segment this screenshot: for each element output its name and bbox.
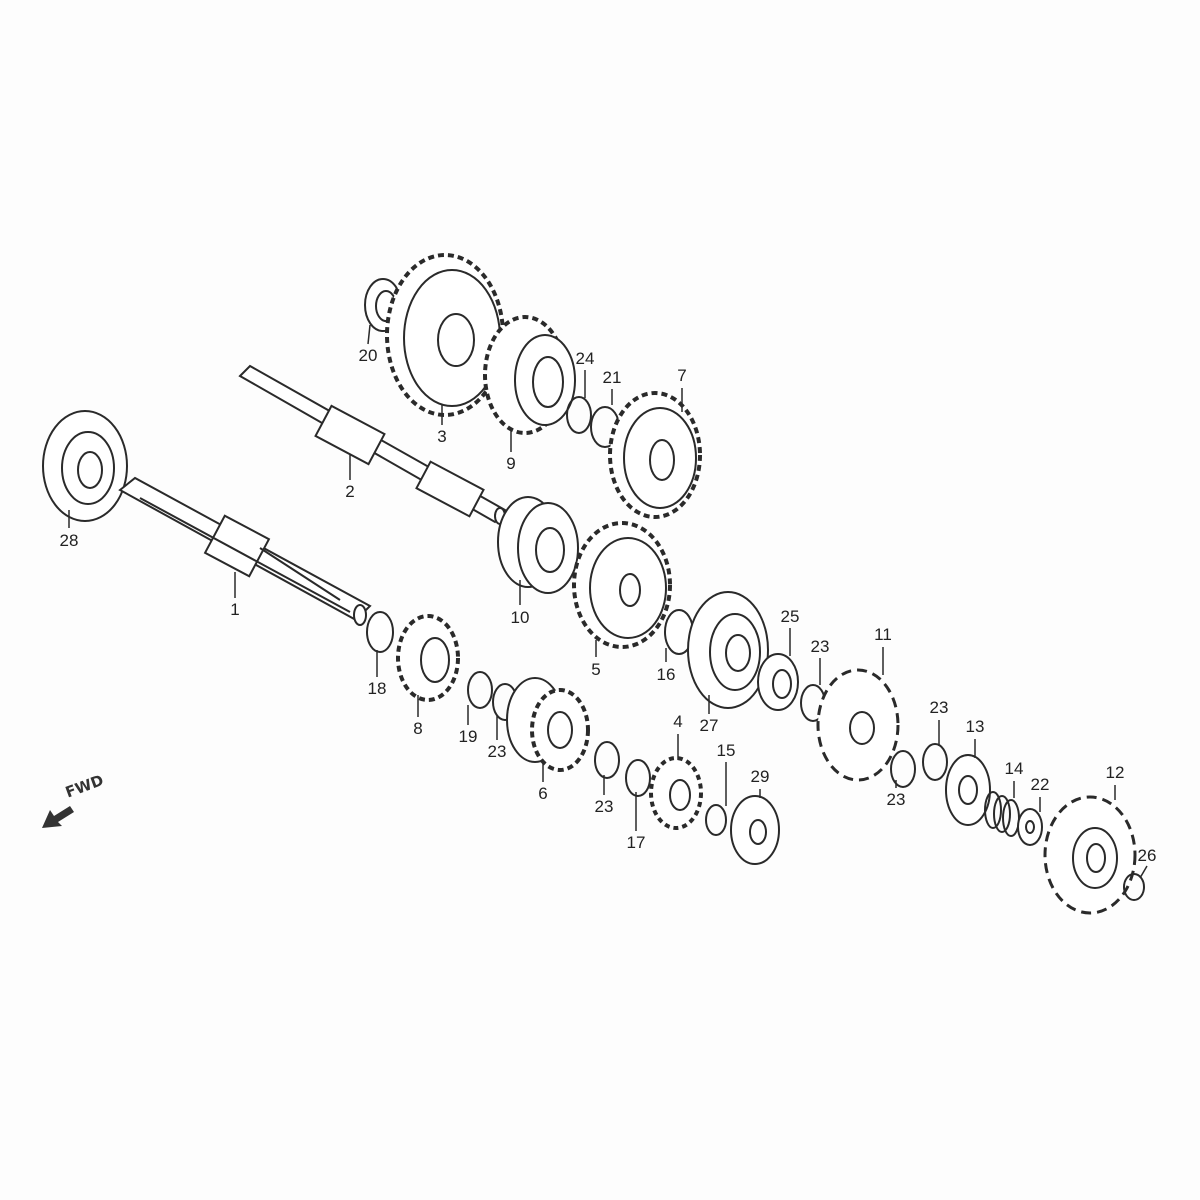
washer-15[interactable] [705,804,727,836]
circlip-23-e[interactable] [922,743,948,781]
part-label-26: 26 [1137,846,1157,865]
part-label-5: 5 [591,660,601,679]
circlip-23-d[interactable] [890,750,916,788]
gear-8[interactable] [396,614,460,702]
circlip-23-b[interactable] [594,741,620,779]
gear-9[interactable] [483,315,576,435]
gear-10[interactable] [497,496,579,594]
gear-7[interactable] [608,391,702,519]
circlip-24[interactable] [566,396,592,434]
part-label-20: 20 [358,346,378,365]
bearing-29[interactable] [730,795,780,865]
collar-13[interactable] [945,754,991,826]
spring-14[interactable] [984,791,1020,837]
bearing-28[interactable] [42,410,128,522]
part-label-23c: 23 [810,637,830,656]
part-label-7: 7 [677,366,687,385]
part-label-25: 25 [780,607,800,626]
circlip-26[interactable] [1123,873,1145,901]
part-label-17: 17 [626,833,646,852]
gear-4[interactable] [649,756,703,830]
bearing-25[interactable] [757,653,799,711]
part-label-24: 24 [575,349,595,368]
washer-18[interactable] [366,611,394,653]
part-label-10: 10 [510,608,530,627]
part-label-22: 22 [1030,775,1050,794]
part-label-16: 16 [656,665,676,684]
part-label-29: 29 [750,767,770,786]
washer-22[interactable] [1017,808,1043,846]
part-label-18: 18 [367,679,387,698]
gear-5[interactable] [572,521,672,649]
fwd-indicator: FWD [40,771,130,828]
bearing-27[interactable] [687,591,769,709]
part-label-9: 9 [506,454,516,473]
part-label-13: 13 [965,717,985,736]
mainshaft-1[interactable] [118,476,372,626]
part-label-6: 6 [538,784,548,803]
part-label-1: 1 [230,600,240,619]
gear-3[interactable] [385,253,505,417]
part-label-2: 2 [345,482,355,501]
part-label-28: 28 [59,531,79,550]
part-label-23: 23 [487,742,507,761]
part-label-27: 27 [699,716,719,735]
sprocket-12[interactable] [1043,795,1137,915]
part-label-19: 19 [458,727,478,746]
part-label-15: 15 [716,741,736,760]
part-label-12: 12 [1105,763,1125,782]
sprocket-11[interactable] [816,668,900,782]
leader-lines [68,324,1148,879]
part-label-23d: 23 [886,790,906,809]
countershaft-2[interactable] [238,364,507,525]
gear-6[interactable] [506,677,590,772]
part-label-3: 3 [437,427,447,446]
arrow-left-down-icon [42,806,74,828]
part-label-23e: 23 [929,698,949,717]
part-label-8: 8 [413,719,423,738]
part-label-23b: 23 [594,797,614,816]
washer-19[interactable] [467,671,493,709]
part-label-11: 11 [874,625,892,644]
part-label-4: 4 [673,712,683,731]
part-label-21: 21 [602,368,622,387]
washer-17[interactable] [625,759,651,797]
part-label-14: 14 [1004,759,1024,778]
